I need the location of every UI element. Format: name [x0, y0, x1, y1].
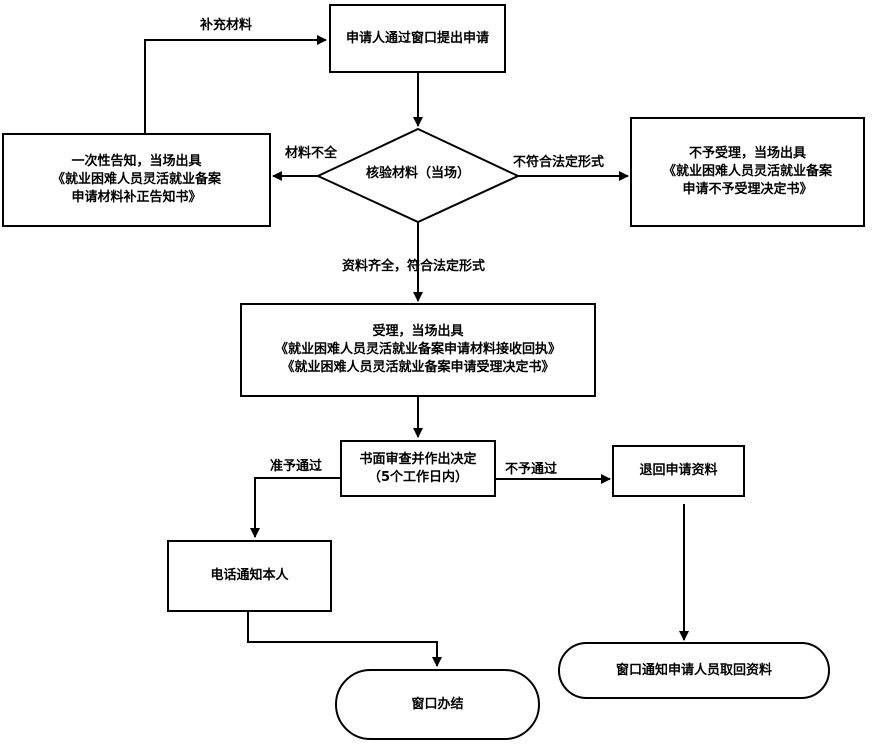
- verify-materials-text: 核验材料（当场）: [365, 166, 470, 181]
- accept-line-2: 《就业困难人员灵活就业备案申请材料接收回执》: [274, 342, 561, 357]
- complete-label: 资料齐全，符合法定形式: [342, 259, 486, 274]
- reject-form-line-1: 不予受理，当场出具: [688, 146, 806, 161]
- not-approved-label: 不予通过: [505, 462, 558, 477]
- reject-form-box: 不予受理，当场出具 《就业困难人员灵活就业备案 申请不予受理决定书》: [630, 117, 865, 227]
- window-notify-pill: 窗口通知申请人员取回资料: [558, 642, 830, 699]
- not-conform-label: 不符合法定形式: [513, 155, 605, 170]
- accept-line-1: 受理，当场出具: [372, 324, 464, 339]
- submit-application-box: 申请人通过窗口提出申请: [329, 4, 506, 73]
- reject-form-line-2: 《就业困难人员灵活就业备案: [662, 164, 832, 179]
- phone-notify-box: 电话通知本人: [167, 540, 332, 612]
- notify-once-line-2: 《就业困难人员灵活就业备案: [51, 172, 221, 187]
- phone-notify-text: 电话通知本人: [210, 568, 289, 583]
- notify-once-line-3: 申请材料补正告知书》: [71, 190, 202, 205]
- accept-line-3: 《就业困难人员灵活就业备案申请受理决定书》: [281, 360, 555, 375]
- submit-application-text: 申请人通过窗口提出申请: [345, 30, 489, 46]
- window-done-pill: 窗口办结: [335, 669, 540, 740]
- written-review-line-2: （5个工作日内）: [367, 469, 469, 485]
- written-review-box: 书面审查并作出决定 （5个工作日内）: [340, 440, 496, 497]
- window-notify-text: 窗口通知申请人员取回资料: [615, 662, 772, 678]
- incomplete-label: 材料不全: [285, 146, 338, 161]
- supplement-label: 补充材料: [200, 18, 253, 33]
- return-materials-box: 退回申请资料: [612, 445, 745, 497]
- notify-once-line-1: 一次性告知，当场出具: [71, 154, 202, 169]
- return-materials-text: 退回申请资料: [639, 463, 718, 478]
- written-review-line-1: 书面审查并作出决定: [359, 451, 477, 467]
- approved-label: 准予通过: [270, 459, 323, 474]
- window-done-text: 窗口办结: [411, 696, 464, 712]
- accept-box: 受理，当场出具 《就业困难人员灵活就业备案申请材料接收回执》 《就业困难人员灵活…: [240, 303, 596, 397]
- reject-form-line-3: 申请不予受理决定书》: [682, 182, 813, 197]
- notify-once-box: 一次性告知，当场出具 《就业困难人员灵活就业备案 申请材料补正告知书》: [2, 133, 271, 227]
